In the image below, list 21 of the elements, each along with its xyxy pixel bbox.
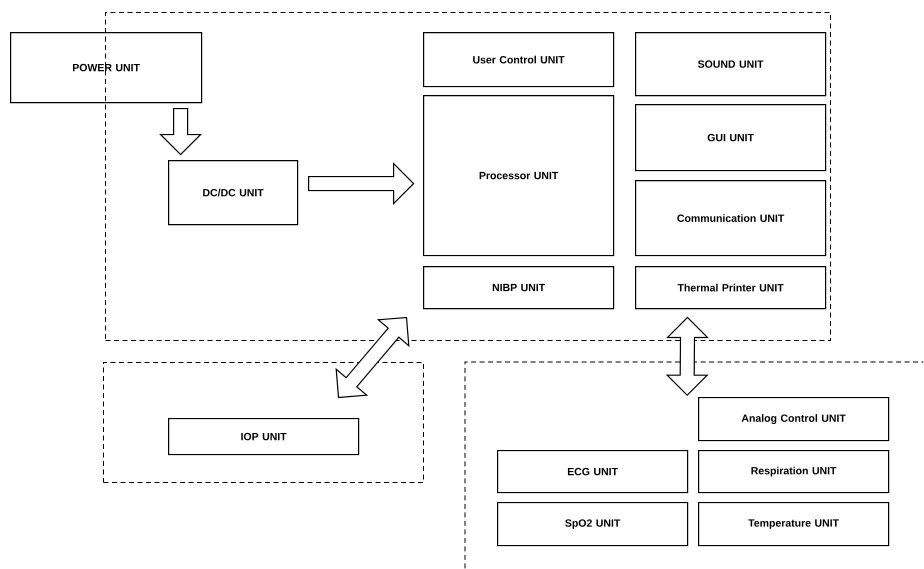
unit-box: Respiration UNIT [698, 450, 890, 494]
block-arrow [159, 108, 202, 156]
unit-box: User Control UNIT [423, 32, 614, 88]
block-arrow [336, 316, 410, 398]
unit-box: NIBP UNIT [423, 266, 614, 310]
unit-box: DC/DC UNIT [168, 160, 298, 226]
unit-box: IOP UNIT [168, 418, 360, 456]
unit-box: Analog Control UNIT [698, 396, 890, 442]
unit-box: GUI UNIT [635, 104, 826, 172]
block-arrow [666, 316, 709, 396]
unit-box: Processor UNIT [423, 95, 614, 256]
unit-box: POWER UNIT [10, 32, 202, 104]
unit-box: SpO2 UNIT [497, 502, 688, 546]
unit-box: ECG UNIT [497, 450, 688, 494]
block-arrow [308, 162, 414, 206]
unit-box: Thermal Printer UNIT [635, 266, 826, 310]
dashed-region [103, 362, 424, 483]
dashed-region [464, 361, 924, 569]
unit-box: Communication UNIT [635, 180, 826, 256]
unit-box: Temperature UNIT [698, 502, 890, 546]
unit-box: SOUND UNIT [635, 32, 826, 96]
